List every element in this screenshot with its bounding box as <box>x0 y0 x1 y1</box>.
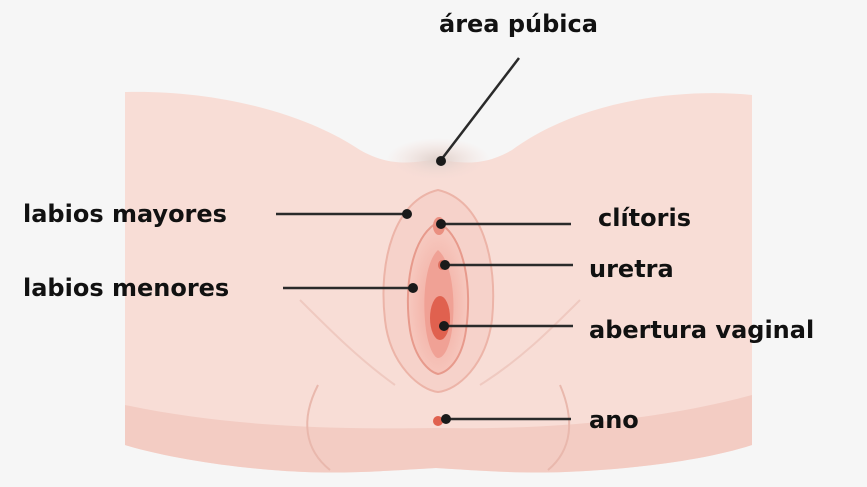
dot-clitoris <box>436 219 446 229</box>
label-ano: ano <box>589 408 639 432</box>
dot-labios-mayores <box>402 209 412 219</box>
label-area-pubica: área púbica <box>439 12 598 36</box>
label-labios-mayores: labios mayores <box>23 202 227 226</box>
label-uretra: uretra <box>589 257 674 281</box>
leader-area-pubica <box>441 58 519 160</box>
label-labios-menores: labios menores <box>23 276 229 300</box>
label-abertura-vaginal: abertura vaginal <box>589 318 814 342</box>
vaginal-opening-shape <box>430 296 450 340</box>
dot-labios-menores <box>408 283 418 293</box>
dot-abertura-vaginal <box>439 321 449 331</box>
dot-ano <box>441 414 451 424</box>
label-clitoris: clítoris <box>598 206 691 230</box>
dot-uretra <box>440 260 450 270</box>
dot-area-pubica <box>436 156 446 166</box>
